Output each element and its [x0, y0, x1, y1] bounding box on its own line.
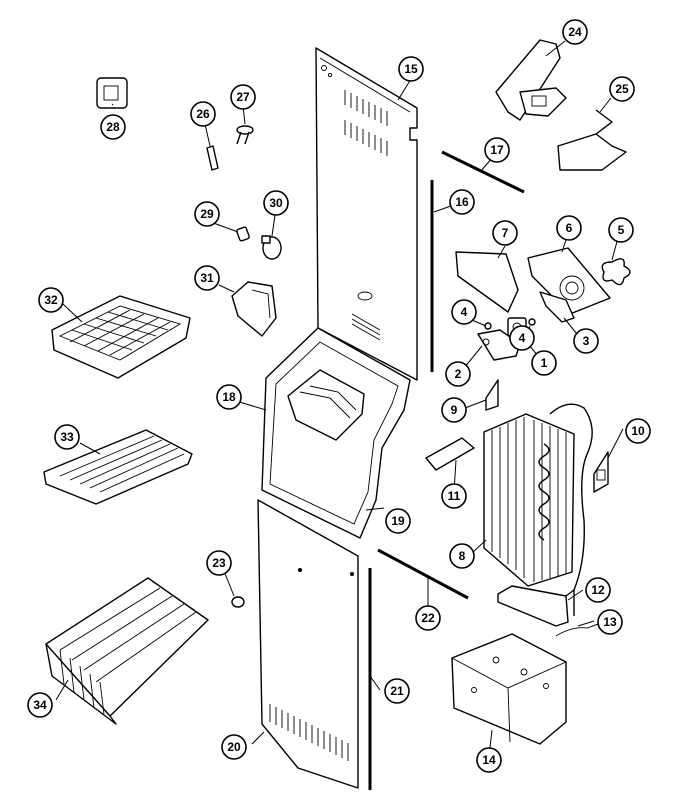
svg-text:6: 6	[566, 221, 573, 235]
callout-12: 12	[585, 577, 611, 603]
callout-4-upper: 4	[451, 299, 477, 325]
svg-text:27: 27	[236, 90, 250, 104]
leader-lines	[55, 40, 624, 757]
svg-text:13: 13	[603, 615, 617, 629]
callout-19: 19	[385, 508, 411, 534]
part-18-chute-housing	[261, 327, 411, 539]
svg-text:34: 34	[33, 698, 47, 712]
callout-15: 15	[398, 56, 424, 82]
part-3-bracket	[539, 291, 575, 323]
svg-text:18: 18	[222, 390, 236, 404]
part-30-bulb	[261, 235, 282, 260]
callout-14: 14	[476, 747, 502, 773]
callout-22: 22	[415, 605, 441, 631]
part-15-upper-panel	[315, 47, 418, 381]
part-28-switch	[96, 77, 128, 109]
svg-text:26: 26	[196, 107, 210, 121]
part-5-fan-blade	[601, 258, 631, 286]
callout-18: 18	[216, 384, 242, 410]
callout-5: 5	[608, 217, 634, 243]
callout-23: 23	[206, 550, 232, 576]
svg-text:11: 11	[448, 489, 461, 503]
svg-text:15: 15	[404, 62, 418, 76]
part-23-screw	[231, 596, 245, 608]
part-22-strip	[377, 548, 469, 600]
callout-21: 21	[384, 678, 410, 704]
callout-32: 32	[38, 287, 64, 313]
svg-text:24: 24	[568, 25, 582, 39]
callout-33: 33	[54, 424, 80, 450]
svg-text:5: 5	[618, 223, 625, 237]
callout-11: 11	[441, 483, 467, 509]
part-8-evaporator	[483, 403, 593, 591]
callout-16: 16	[449, 189, 475, 215]
svg-text:14: 14	[482, 753, 496, 767]
svg-text:4: 4	[519, 331, 526, 345]
svg-text:1: 1	[541, 356, 548, 370]
callout-27: 27	[230, 84, 256, 110]
part-14-drain-pan	[451, 633, 567, 745]
callout-30: 30	[263, 190, 289, 216]
part-17-strip	[441, 150, 525, 194]
part-29-socket	[236, 226, 250, 242]
part-24-bracket	[495, 39, 567, 121]
svg-text:16: 16	[455, 195, 469, 209]
svg-text:23: 23	[212, 556, 226, 570]
callout-17: 17	[484, 137, 510, 163]
part-9-clip	[485, 379, 499, 411]
svg-text:28: 28	[106, 120, 120, 134]
part-32-ice-tray	[51, 295, 191, 379]
part-10-clip	[593, 451, 609, 493]
callout-7: 7	[492, 220, 518, 246]
callout-26: 26	[190, 101, 216, 127]
callout-1: 1	[531, 350, 557, 376]
callout-25: 25	[609, 76, 635, 102]
svg-text:22: 22	[421, 611, 435, 625]
part-26-pin	[206, 145, 219, 171]
callout-24: 24	[562, 19, 588, 45]
callout-34: 34	[27, 692, 53, 718]
callout-2: 2	[445, 361, 471, 387]
callout-3: 3	[573, 328, 599, 354]
part-34-wire-basket	[45, 577, 209, 725]
callout-10: 10	[625, 418, 651, 444]
part-31-light-cover	[231, 281, 277, 337]
svg-text:33: 33	[60, 430, 74, 444]
svg-text:2: 2	[455, 367, 462, 381]
callout-28: 28	[100, 114, 126, 140]
callout-31: 31	[194, 265, 220, 291]
svg-text:9: 9	[451, 403, 458, 417]
part-20-lower-panel	[257, 499, 359, 789]
svg-text:7: 7	[502, 226, 509, 240]
svg-text:20: 20	[227, 740, 241, 754]
callout-6: 6	[556, 215, 582, 241]
part-27-screw	[236, 125, 254, 145]
svg-text:19: 19	[391, 514, 405, 528]
svg-text:10: 10	[631, 424, 645, 438]
svg-text:31: 31	[200, 271, 214, 285]
part-33-shelf	[43, 429, 193, 505]
svg-text:29: 29	[200, 207, 214, 221]
svg-text:30: 30	[269, 196, 283, 210]
svg-text:25: 25	[615, 82, 629, 96]
svg-text:21: 21	[390, 684, 404, 698]
callout-29: 29	[194, 201, 220, 227]
callout-4-lower: 4	[509, 325, 535, 351]
part-12-heater	[497, 585, 575, 627]
callout-20: 20	[221, 734, 247, 760]
svg-text:8: 8	[459, 549, 466, 563]
callout-9: 9	[441, 397, 467, 423]
callout-8: 8	[449, 543, 475, 569]
svg-text:12: 12	[591, 583, 605, 597]
svg-text:4: 4	[461, 305, 468, 319]
part-7-gasket	[455, 251, 519, 313]
svg-text:17: 17	[490, 143, 504, 157]
svg-text:32: 32	[44, 293, 58, 307]
part-25-wire-clip	[557, 109, 627, 171]
part-6-fan-housing	[527, 247, 611, 315]
callout-13: 13	[597, 609, 623, 635]
svg-text:3: 3	[583, 334, 590, 348]
part-11-block	[425, 437, 475, 471]
